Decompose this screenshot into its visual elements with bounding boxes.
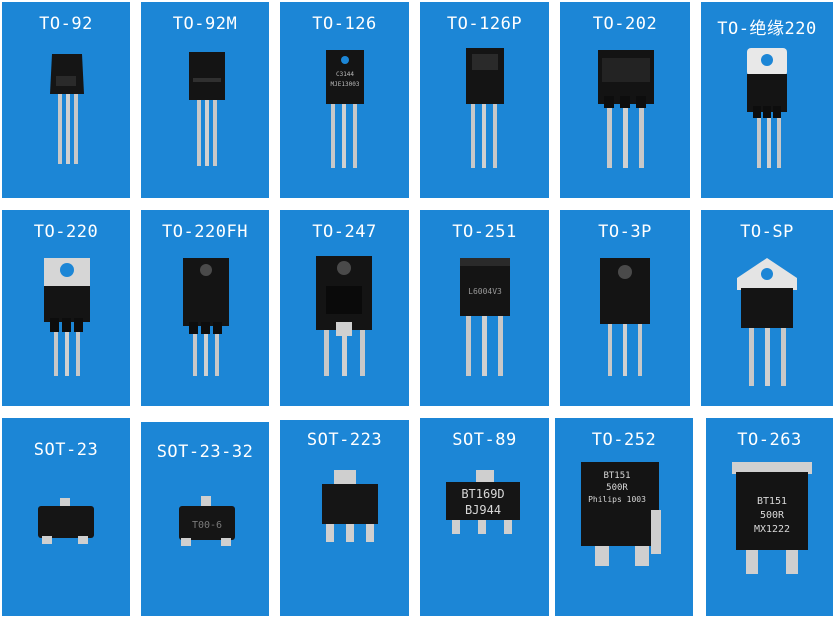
to-251-component-image: L6004V3 (460, 258, 510, 376)
tile-to-126: TO-126 C3144 MJE13003 (280, 2, 409, 198)
to-202-component-image (598, 50, 654, 168)
package-label: SOT-23 (33, 440, 99, 460)
sot-23-32-component-image: T00-6 (179, 496, 235, 546)
package-label: TO-92 (39, 14, 93, 34)
package-label: SOT-89 (452, 430, 517, 450)
tile-to-insulated-220: TO-绝缘220 (701, 2, 833, 198)
package-label: TO-绝缘220 (717, 19, 817, 39)
tile-to-sp: TO-SP (701, 210, 833, 406)
package-label: TO-251 (452, 222, 517, 242)
tile-to-92: TO-92 (2, 2, 130, 198)
part-marking: MJE13003 (331, 81, 360, 88)
to-3p-component-image (600, 258, 650, 376)
package-label: TO-3P (598, 222, 652, 242)
to-220-component-image (44, 258, 90, 376)
tile-to-126p: TO-126P (420, 2, 549, 198)
to-sp-component-image (737, 258, 797, 386)
sot-89-component-image: BT169D BJ944 (446, 470, 520, 534)
package-label: TO-252 (591, 430, 657, 450)
part-marking: Philips 1003 (588, 495, 646, 504)
to-92m-component-image (189, 52, 225, 166)
tile-to-247: TO-247 (280, 210, 409, 406)
tile-to-202: TO-202 (560, 2, 690, 198)
package-label: TO-220 (33, 222, 99, 242)
tile-sot-223: SOT-223 (280, 420, 409, 616)
tile-sot-23: SOT-23 (2, 418, 130, 616)
package-label: TO-202 (592, 14, 658, 34)
to-263-component-image: BT151 500R MX1222 (732, 462, 812, 574)
tile-to-252: TO-252 BT151 500R Philips 1003 (555, 418, 693, 616)
to-126p-component-image (466, 48, 504, 168)
tile-sot-89: SOT-89 BT169D BJ944 (420, 418, 549, 616)
part-marking: L6004V3 (468, 287, 502, 296)
part-marking: MX1222 (754, 524, 790, 535)
part-marking: C3144 (336, 71, 354, 78)
to-252-component-image: BT151 500R Philips 1003 (581, 462, 661, 566)
part-marking: BT151 (603, 471, 630, 481)
part-marking: BT151 (757, 496, 787, 507)
part-marking: BT169D (461, 487, 504, 501)
tile-to-220fh: TO-220FH (141, 210, 269, 406)
to-insulated-220-component-image (747, 48, 787, 168)
to-220fh-component-image (183, 258, 229, 376)
package-label: TO-247 (312, 222, 377, 242)
part-marking: 500R (606, 483, 628, 493)
tile-to-3p: TO-3P (560, 210, 690, 406)
tile-to-251: TO-251 L6004V3 (420, 210, 549, 406)
package-label: TO-220FH (162, 222, 248, 242)
part-marking: BJ944 (465, 503, 501, 517)
tile-to-263: TO-263 BT151 500R MX1222 (706, 418, 833, 616)
to-126-component-image: C3144 MJE13003 (326, 50, 364, 168)
to-247-component-image (316, 256, 372, 376)
tile-to-220: TO-220 (2, 210, 130, 406)
package-label: SOT-23-32 (156, 442, 254, 462)
part-marking: T00-6 (192, 520, 222, 531)
package-label: TO-126 (312, 14, 377, 34)
package-label: TO-263 (737, 430, 802, 450)
sot-23-component-image (38, 498, 94, 544)
sot-223-component-image (322, 470, 378, 542)
package-label: TO-92M (172, 14, 238, 34)
part-marking: 500R (760, 510, 785, 521)
package-label: TO-126P (446, 14, 523, 34)
package-label: SOT-223 (306, 430, 383, 450)
tile-to-92m: TO-92M (141, 2, 269, 198)
to-92-component-image (50, 54, 84, 164)
tile-sot-23-32: SOT-23-32 T00-6 (141, 422, 269, 616)
package-label: TO-SP (740, 222, 794, 242)
